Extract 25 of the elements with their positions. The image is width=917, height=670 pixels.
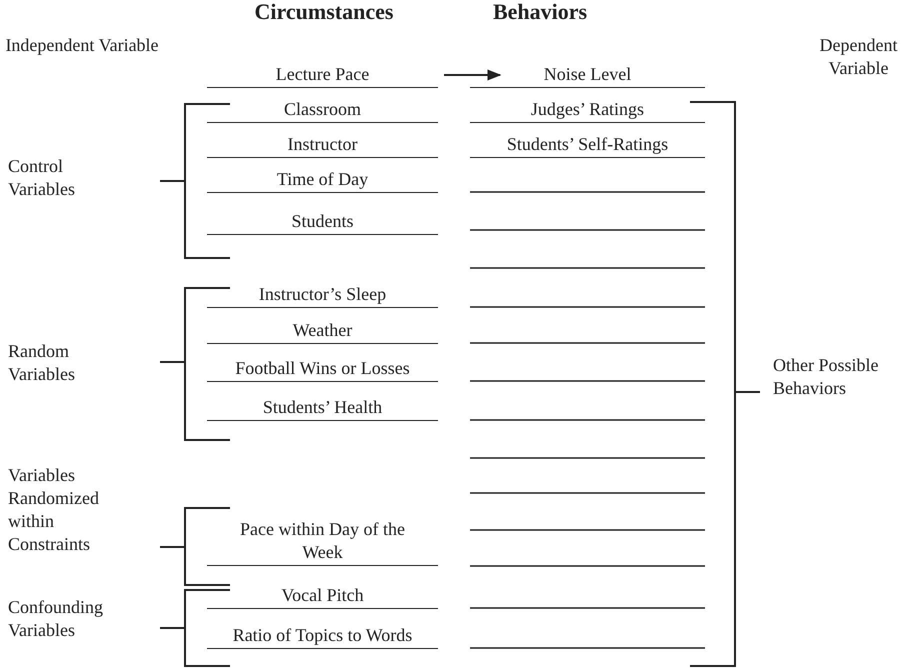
- variable-entry: Vocal Pitch: [207, 584, 438, 609]
- variable-entry: Judges’ Ratings: [470, 98, 705, 123]
- column-heading: Circumstances: [254, 0, 394, 23]
- variable-entry: Students’ Health: [207, 396, 438, 421]
- group-label: Confounding Variables: [8, 596, 104, 642]
- arrow: [444, 69, 502, 81]
- column-heading: Behaviors: [492, 0, 588, 23]
- variable-entry: Classroom: [207, 98, 438, 123]
- group-label: Control Variables: [8, 155, 76, 201]
- group-label: Dependent Variable: [818, 34, 898, 80]
- variable-entry: Ratio of Topics to Words: [207, 624, 438, 649]
- variable-entry: Lecture Pace: [207, 63, 438, 88]
- variable-entry: Instructor’s Sleep: [207, 283, 438, 308]
- group-label: Variables Randomized within Constraints: [8, 464, 100, 556]
- group-label: Other Possible Behaviors: [773, 354, 880, 400]
- variable-entry: Football Wins or Losses: [207, 357, 438, 382]
- variable-entry: Pace within Day of the Week: [207, 518, 438, 566]
- variable-entry: Students: [207, 210, 438, 235]
- variable-entry: Students’ Self-Ratings: [470, 133, 705, 158]
- variable-entry: Instructor: [207, 133, 438, 158]
- variable-entry: Weather: [207, 319, 438, 344]
- group-label: Random Variables: [8, 340, 76, 386]
- variable-entry: Time of Day: [207, 168, 438, 193]
- variable-entry: Noise Level: [470, 63, 705, 88]
- group-label: Independent Variable: [4, 34, 160, 57]
